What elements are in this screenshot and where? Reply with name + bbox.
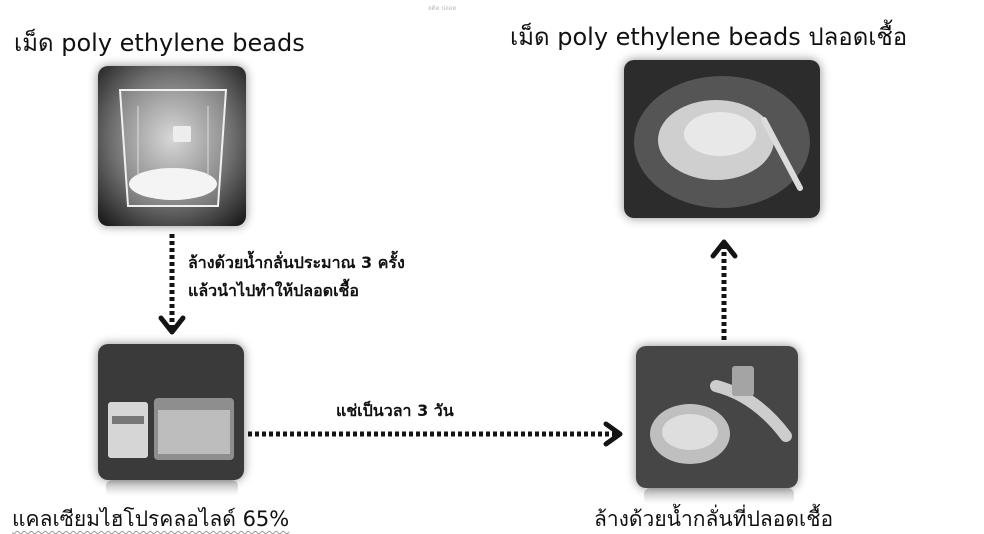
wash-step-text-line2: แล้วนำไปทำให้ปลอดเชื้อ <box>188 278 359 304</box>
wash-step-text-line1: ล้างด้วยน้ำกลั่นประมาณ 3 ครั้ง <box>188 250 405 276</box>
calcium-hypochlorite-label: แคลเซียมไฮโปรคลอไลด์ 65% <box>12 506 289 532</box>
sterile-water-wash-label: ล้างด้วยน้ำกลั่นที่ปลอดเชื้อ <box>594 506 833 532</box>
soak-step-text: แช่เป็นวลา 3 วัน <box>336 398 454 424</box>
